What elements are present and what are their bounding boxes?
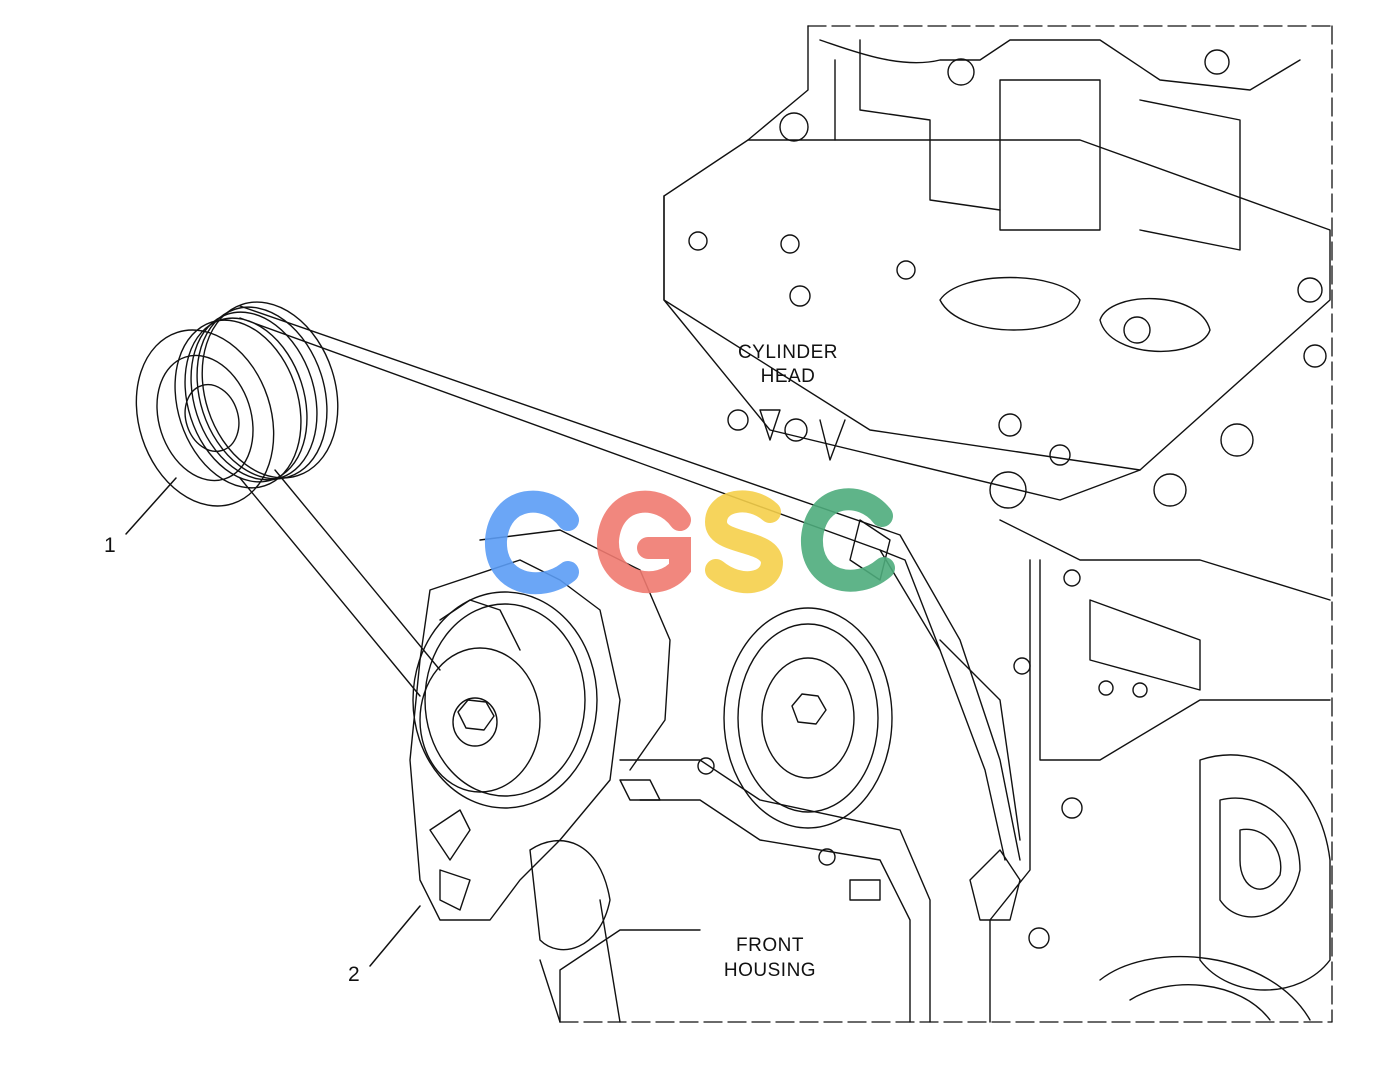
front-housing: [559, 519, 1331, 1023]
cylinder-head: [663, 25, 1331, 509]
callout-belt-tensioner: 2: [348, 963, 360, 986]
front-housing-label-line-1: FRONT: [736, 935, 804, 956]
leader-lines: [125, 477, 421, 967]
accessory-pulley: [723, 607, 893, 829]
cylinder-head-label-line-2: HEAD: [760, 366, 816, 387]
cylinder-head-label-line-1: CYLINDER: [737, 342, 839, 363]
cutaway-border: [559, 25, 1333, 1023]
front-housing-label-line-2: HOUSING: [723, 960, 817, 981]
belt-tensioner: [409, 529, 671, 1023]
idler-pulley: [135, 301, 339, 507]
callout-idler-pulley: 1: [104, 534, 116, 557]
serpentine-belt: [239, 305, 1021, 861]
